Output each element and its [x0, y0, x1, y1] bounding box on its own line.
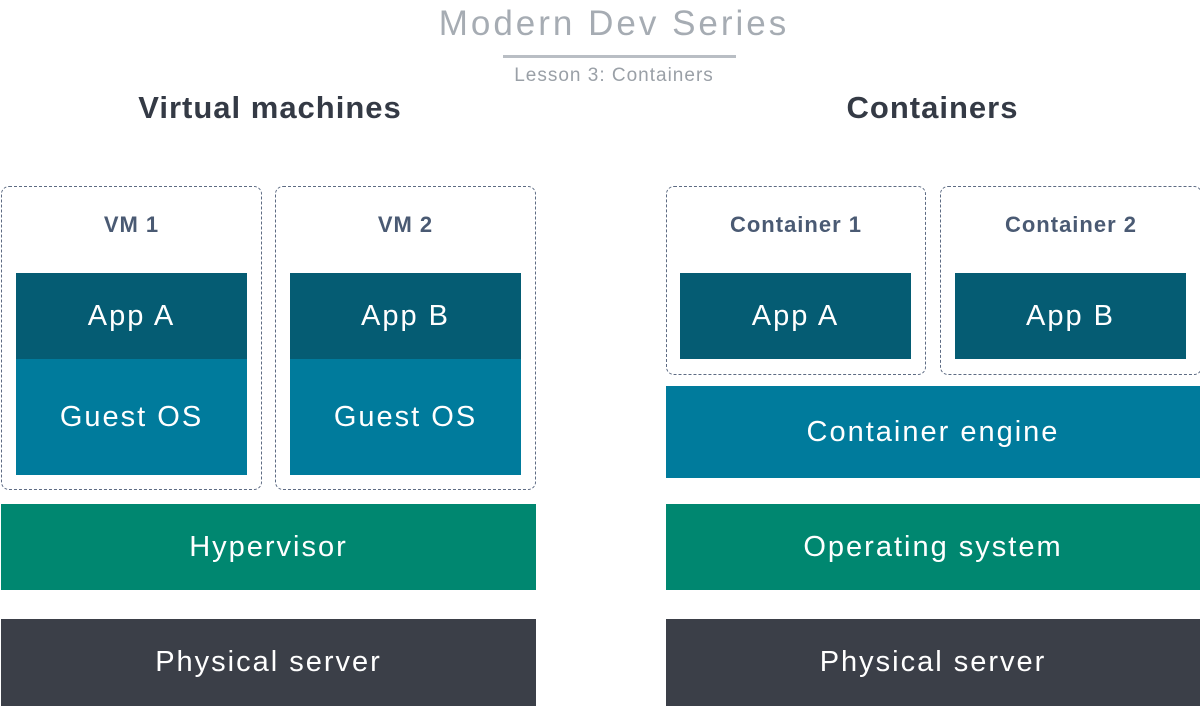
container-1-frame	[666, 186, 926, 375]
vm-heading: Virtual machines	[138, 90, 402, 125]
container-2-app-block: App B	[955, 273, 1186, 359]
vm-2-label: VM 2	[377, 212, 434, 237]
container-1-label: Container 1	[729, 212, 863, 237]
vm-1-label: VM 1	[103, 212, 160, 237]
vm-1-frame	[1, 186, 262, 490]
series-title: Modern Dev Series	[438, 4, 790, 43]
container-engine-block: Container engine	[666, 386, 1200, 478]
container-1-app-block: App A	[680, 273, 911, 359]
vm-physical-server-block: Physical server	[1, 619, 536, 706]
container-physical-server-block: Physical server	[666, 619, 1200, 706]
lesson-subtitle: Lesson 3: Containers	[514, 65, 714, 86]
title-divider	[503, 55, 736, 58]
container-2-frame	[940, 186, 1200, 375]
operating-system-block: Operating system	[666, 504, 1200, 590]
vm-1-app-block: App A	[16, 273, 247, 359]
vm-1-guest-os-block: Guest OS	[16, 359, 247, 475]
container-2-label: Container 2	[1004, 212, 1138, 237]
vm-2-app-block: App B	[290, 273, 521, 359]
hypervisor-block: Hypervisor	[1, 504, 536, 590]
vm-2-guest-os-block: Guest OS	[290, 359, 521, 475]
vm-2-frame	[275, 186, 536, 490]
containers-heading: Containers	[846, 90, 1019, 125]
